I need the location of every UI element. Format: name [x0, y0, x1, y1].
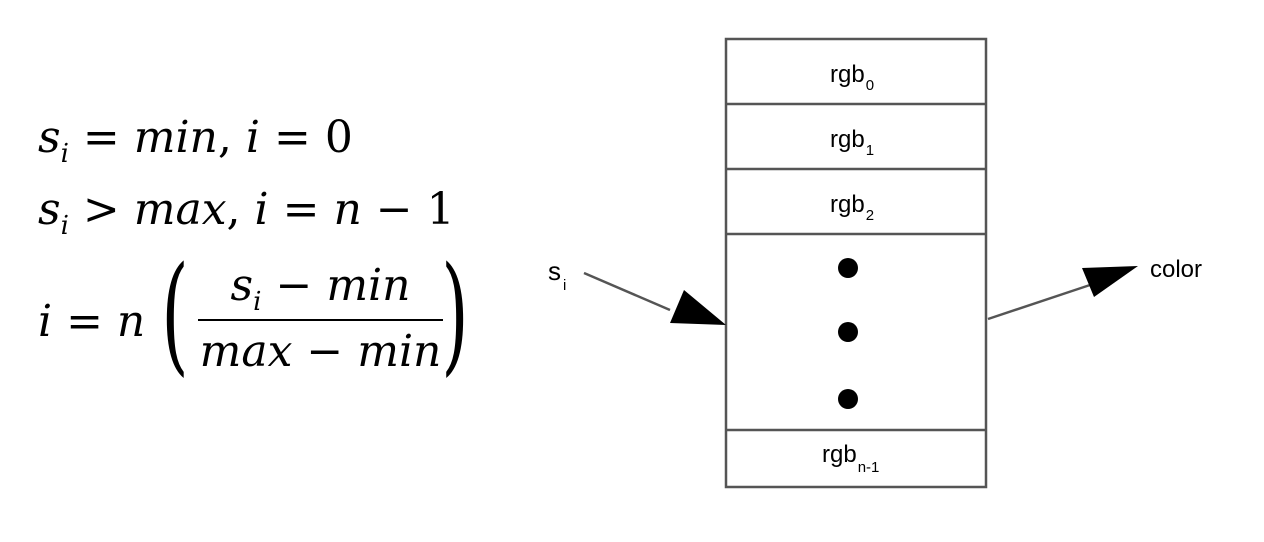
const-zero: 0 [324, 112, 353, 163]
input-arrow [583, 271, 671, 312]
var-max: max [133, 184, 227, 235]
var-min: min [326, 260, 411, 311]
ellipsis-dot [838, 322, 858, 342]
right-paren: ) [441, 240, 469, 389]
ellipsis-dot [838, 389, 858, 409]
var-n: n [116, 296, 146, 347]
equations: si = min, i = 0 si > max, i = n − 1 i = … [38, 96, 508, 396]
const-one: 1 [426, 184, 455, 235]
fraction-bar [198, 319, 443, 321]
table-row-label-2: rgb2 [830, 191, 874, 224]
var-min: min [133, 112, 218, 163]
table-row-label-0: rgb0 [830, 61, 874, 94]
var-s: s [230, 260, 254, 311]
sub-i: i [60, 139, 69, 169]
var-s: s [38, 112, 61, 163]
left-paren: ( [161, 240, 189, 389]
var-i: i [254, 184, 269, 235]
equation-lhs: i = n [38, 296, 146, 347]
fraction-numerator: si − min [230, 260, 411, 317]
output-arrow [987, 283, 1091, 321]
output-label: color [1150, 256, 1202, 283]
var-i: i [38, 296, 53, 347]
input-arrowhead [670, 290, 726, 325]
var-max: max [199, 326, 293, 377]
output-arrowhead [1082, 266, 1138, 297]
var-s: s [38, 184, 61, 235]
sub-i: i [60, 211, 69, 241]
var-min: min [357, 326, 442, 377]
var-n: n [333, 184, 362, 235]
equation-line-3: i = n ( si − min max − min ) [38, 251, 498, 386]
sub-i: i [253, 287, 262, 317]
table-row-label-n-1: rgbn-1 [822, 441, 879, 476]
fraction-denominator: max − min [199, 326, 442, 377]
var-i: i [245, 112, 260, 163]
equation-line-2: si > max, i = n − 1 [38, 184, 455, 241]
equation-line-1: si = min, i = 0 [38, 112, 353, 169]
table-row-label-1: rgb1 [830, 126, 874, 159]
ellipsis-dot [838, 258, 858, 278]
